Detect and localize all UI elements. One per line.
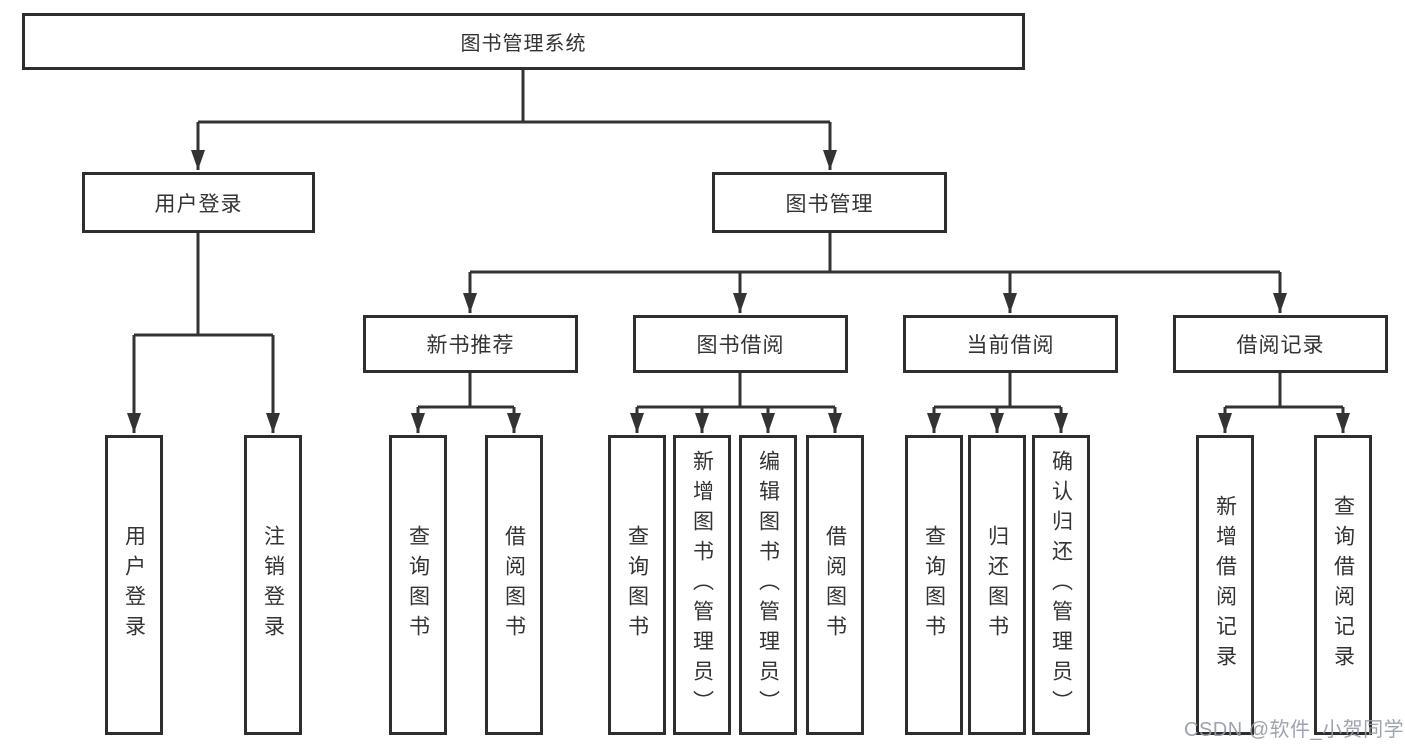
leaf-add-borrow-record: 新增借阅记录 bbox=[1196, 435, 1254, 735]
leaf-query-books-current: 查询图书 bbox=[905, 435, 963, 735]
node-book-management-label: 图书管理 bbox=[785, 192, 874, 216]
leaf-user-login-label: 用户登录 bbox=[122, 525, 146, 645]
csdn-watermark: CSDN @软件_小贺同学 bbox=[1184, 719, 1405, 741]
leaf-user-login: 用户登录 bbox=[105, 435, 163, 735]
leaf-borrow-books-borrow: 借阅图书 bbox=[806, 435, 864, 735]
node-book-management: 图书管理 bbox=[712, 172, 947, 233]
leaf-return-book-label: 归还图书 bbox=[985, 525, 1009, 645]
leaf-borrow-books-recommend-label: 借阅图书 bbox=[502, 525, 526, 645]
leaf-query-borrow-record-label: 查询借阅记录 bbox=[1331, 495, 1355, 675]
leaf-logout-label: 注销登录 bbox=[261, 525, 285, 645]
node-root-label: 图书管理系统 bbox=[460, 33, 587, 55]
node-current-borrow: 当前借阅 bbox=[903, 315, 1118, 373]
node-borrow-records-label: 借阅记录 bbox=[1236, 334, 1325, 357]
node-book-borrow-label: 图书借阅 bbox=[696, 334, 785, 357]
leaf-query-books-current-label: 查询图书 bbox=[922, 525, 946, 645]
node-new-book-recommend-label: 新书推荐 bbox=[426, 334, 515, 357]
leaf-query-books-borrow: 查询图书 bbox=[608, 435, 666, 735]
leaf-query-books-recommend: 查询图书 bbox=[389, 435, 447, 735]
leaf-add-borrow-record-label: 新增借阅记录 bbox=[1213, 495, 1237, 675]
node-user-login: 用户登录 bbox=[82, 172, 315, 233]
leaf-confirm-return-admin-label: 确认归还（管理员） bbox=[1049, 450, 1073, 720]
node-current-borrow-label: 当前借阅 bbox=[966, 334, 1055, 357]
leaf-borrow-books-borrow-label: 借阅图书 bbox=[823, 525, 847, 645]
leaf-edit-book-admin-label: 编辑图书（管理员） bbox=[756, 450, 780, 720]
node-borrow-records: 借阅记录 bbox=[1173, 315, 1388, 373]
leaf-edit-book-admin: 编辑图书（管理员） bbox=[739, 435, 797, 735]
leaf-borrow-books-recommend: 借阅图书 bbox=[485, 435, 543, 735]
leaf-return-book: 归还图书 bbox=[968, 435, 1026, 735]
leaf-query-borrow-record: 查询借阅记录 bbox=[1314, 435, 1372, 735]
node-user-login-label: 用户登录 bbox=[154, 192, 243, 216]
leaf-add-book-admin: 新增图书（管理员） bbox=[673, 435, 731, 735]
leaf-add-book-admin-label: 新增图书（管理员） bbox=[690, 450, 714, 720]
node-root: 图书管理系统 bbox=[22, 13, 1025, 70]
leaf-query-books-recommend-label: 查询图书 bbox=[406, 525, 430, 645]
leaf-query-books-borrow-label: 查询图书 bbox=[625, 525, 649, 645]
leaf-confirm-return-admin: 确认归还（管理员） bbox=[1032, 435, 1090, 735]
leaf-logout: 注销登录 bbox=[244, 435, 302, 735]
node-book-borrow: 图书借阅 bbox=[633, 315, 848, 373]
node-new-book-recommend: 新书推荐 bbox=[363, 315, 578, 373]
